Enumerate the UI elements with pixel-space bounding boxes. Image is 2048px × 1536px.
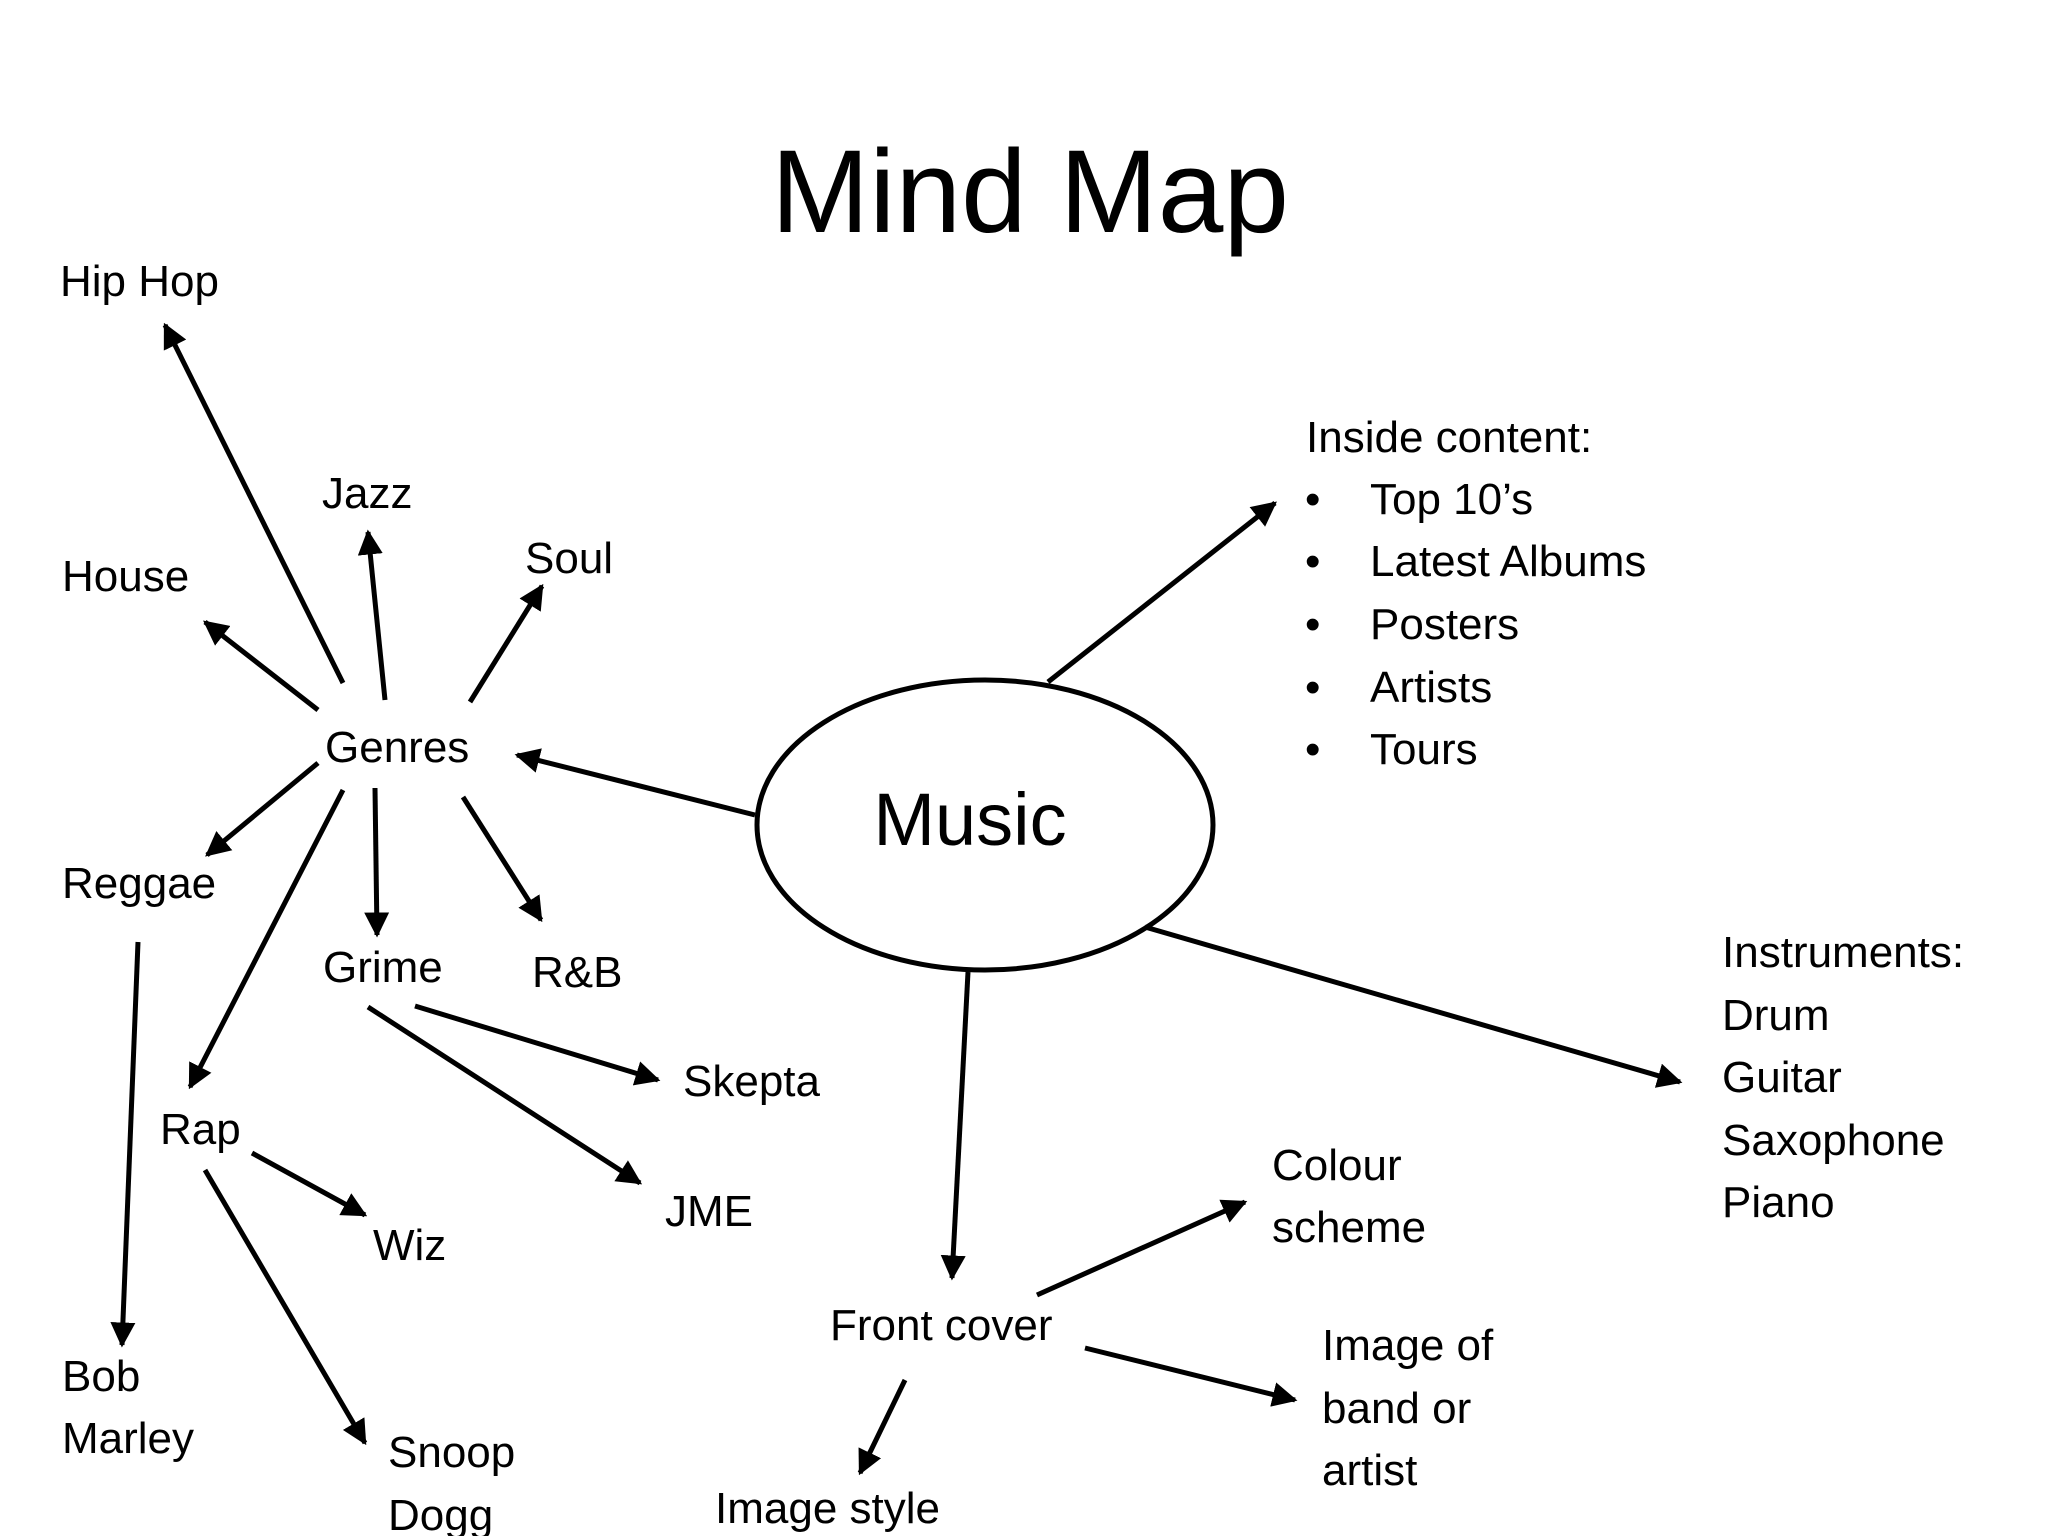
instrument-item: Guitar [1722, 1053, 1842, 1102]
arrow-grime-to-skepta [414, 1003, 661, 1086]
inside-content-list: Inside content: • Top 10’s • Latest Albu… [1305, 413, 1646, 774]
bullet: • [1305, 663, 1320, 712]
node-front-cover: Front cover [830, 1301, 1053, 1350]
arrow-rap-to-wiz [250, 1150, 368, 1218]
node-hip-hop: Hip Hop [60, 257, 219, 306]
node-jazz: Jazz [322, 469, 412, 518]
arrow-genres-to-house [203, 620, 320, 712]
arrow-music-to-instruments [1144, 924, 1683, 1088]
inside-content-heading: Inside content: [1306, 413, 1592, 462]
center-ellipse [754, 677, 1216, 973]
inside-content-item: Tours [1370, 725, 1478, 774]
node-bob-marley: Bob Marley [62, 1352, 194, 1463]
arrow-rap-to-snoop-dogg [202, 1168, 368, 1446]
arrow-reggae-to-bob-marley [110, 941, 141, 1348]
instrument-item: Piano [1722, 1178, 1835, 1227]
node-rnb: R&B [532, 948, 622, 997]
arrow-genres-to-rnb [460, 795, 544, 923]
node-rap: Rap [160, 1105, 241, 1154]
node-genres: Genres [325, 723, 469, 772]
node-soul: Soul [525, 534, 613, 583]
bullet: • [1305, 725, 1320, 774]
inside-content-item: Posters [1370, 600, 1519, 649]
instruments-list: Instruments: Drum Guitar Saxophone Piano [1722, 928, 1964, 1227]
node-colour-scheme: Colour scheme [1272, 1141, 1426, 1252]
connectors [110, 322, 1683, 1476]
arrow-genres-to-rap [187, 788, 346, 1090]
arrow-genres-to-reggae [205, 761, 320, 857]
inside-content-item: Artists [1370, 663, 1492, 712]
node-house: House [62, 552, 189, 601]
node-image-of-band: Image of band or artist [1322, 1321, 1505, 1495]
center-label: Music [873, 778, 1066, 861]
arrow-genres-to-jazz [357, 529, 388, 701]
node-reggae: Reggae [62, 859, 216, 908]
node-wiz: Wiz [373, 1221, 446, 1270]
arrow-front-cover-to-image-of-band [1084, 1345, 1298, 1407]
instrument-item: Drum [1722, 991, 1830, 1040]
instrument-item: Saxophone [1722, 1116, 1945, 1165]
arrow-music-to-genres [514, 748, 756, 818]
inside-content-item: Latest Albums [1370, 537, 1646, 586]
bullet: • [1305, 600, 1320, 649]
node-snoop-dogg: Snoop Dogg [388, 1428, 527, 1536]
node-image-style: Image style [715, 1484, 940, 1533]
bullet: • [1305, 475, 1320, 524]
arrow-music-to-front-cover [940, 971, 971, 1281]
arrow-front-cover-to-colour-scheme [1035, 1199, 1248, 1298]
node-jme: JME [665, 1187, 753, 1236]
node-grime: Grime [323, 943, 443, 992]
page-title: Mind Map [771, 126, 1289, 258]
arrow-front-cover-to-image-style [857, 1378, 908, 1476]
node-skepta: Skepta [683, 1057, 821, 1106]
arrow-grime-to-jme [366, 1004, 643, 1186]
arrow-music-to-inside-content [1046, 501, 1277, 684]
bullet: • [1305, 537, 1320, 586]
arrow-genres-to-soul [467, 583, 545, 704]
arrow-genres-to-hip-hop [162, 322, 346, 685]
arrow-genres-to-grime [364, 787, 390, 938]
inside-content-item: Top 10’s [1370, 475, 1533, 524]
instruments-heading: Instruments: [1722, 928, 1964, 977]
